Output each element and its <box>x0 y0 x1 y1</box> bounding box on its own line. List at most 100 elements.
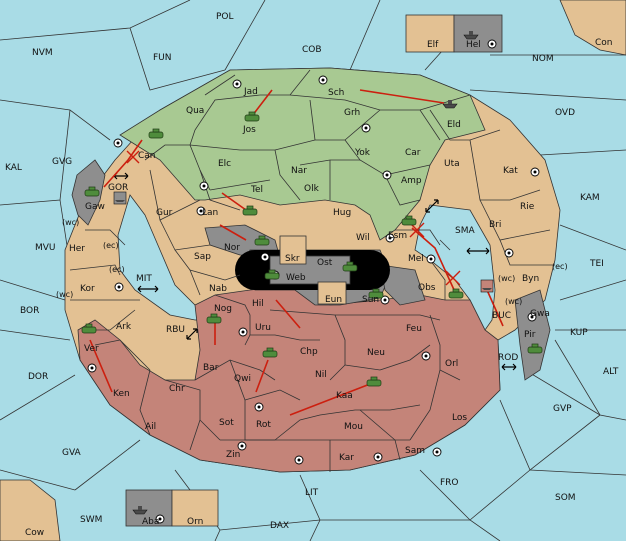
province-label: Qua <box>186 106 204 116</box>
sea-label: KAL <box>5 163 22 173</box>
province-label: Ken <box>113 389 130 399</box>
province-label: Ver <box>84 344 99 354</box>
sea-label: FUN <box>153 53 172 63</box>
province-label: Olk <box>304 184 320 194</box>
army-unit <box>242 205 258 216</box>
province-label: Can <box>138 151 156 161</box>
sea-label: POL <box>216 12 234 22</box>
province-label: Orn <box>187 517 203 527</box>
sea-label: SWM <box>80 515 102 525</box>
sea-label: MIT <box>136 274 152 284</box>
province-label: Ost <box>317 258 333 268</box>
province-label: Hug <box>333 208 351 218</box>
army-unit <box>342 261 358 272</box>
coast-label: (wc) <box>505 297 522 306</box>
army-unit <box>254 235 270 246</box>
province-label: Jad <box>243 87 258 97</box>
supply-center <box>527 312 537 322</box>
province-label: Nor <box>224 243 240 253</box>
sea-label: BOR <box>20 306 39 316</box>
supply-center <box>530 167 540 177</box>
province-label: Kor <box>80 284 95 294</box>
coast-label: (ec) <box>103 241 119 250</box>
province-label: Aba <box>142 517 159 527</box>
supply-center <box>199 181 209 191</box>
province-label: Rie <box>520 202 535 212</box>
province-label: Sot <box>219 418 234 428</box>
province-label: Car <box>405 148 421 158</box>
province-label: Sun <box>362 295 379 305</box>
supply-center <box>114 282 124 292</box>
sea-label: TEI <box>589 259 604 269</box>
province-label: Wil <box>356 233 370 243</box>
province-label: Bri <box>489 220 501 230</box>
coast-label: (wc) <box>62 218 79 227</box>
supply-center <box>254 402 264 412</box>
land-cow <box>0 479 61 541</box>
province-label: Chp <box>300 347 318 357</box>
orders <box>89 89 504 416</box>
supply-center <box>373 452 383 462</box>
supply-center <box>196 206 206 216</box>
province-label: Ail <box>145 422 156 432</box>
land-con <box>559 0 626 56</box>
province-label: Grh <box>344 108 360 118</box>
fleet-unit <box>442 100 458 109</box>
coast-label: (wc) <box>498 274 515 283</box>
province-borders <box>69 69 555 472</box>
failed-order-x <box>126 150 140 164</box>
strait-arrow <box>186 328 198 340</box>
strait-arrow <box>466 247 490 255</box>
units <box>81 31 543 515</box>
province-label: Hil <box>252 299 264 309</box>
province-label: Nar <box>291 166 307 176</box>
supply-center <box>487 39 497 49</box>
province-label: Nab <box>209 284 227 294</box>
sea-label: LIT <box>305 488 319 498</box>
sea-label: KUP <box>570 328 588 338</box>
province-label: Eun <box>325 295 342 305</box>
move-order <box>255 359 269 393</box>
supply-center <box>294 455 304 465</box>
province-label: Gur <box>156 208 173 218</box>
province-label: Sch <box>328 88 344 98</box>
army-unit <box>264 269 280 280</box>
move-order <box>219 224 247 241</box>
province-label: Chr <box>169 384 185 394</box>
province-label: Rot <box>256 420 271 430</box>
province-label: Sap <box>194 252 211 262</box>
sea-label: ROD <box>498 353 518 363</box>
strait-arrow <box>425 199 439 213</box>
province-label: Yok <box>354 148 371 158</box>
sea-label: BUC <box>492 311 511 321</box>
supply-center <box>238 327 248 337</box>
fleet-unit <box>463 31 479 40</box>
supply-center <box>432 447 442 457</box>
move-order <box>103 139 143 188</box>
province-label: Obs <box>418 283 436 293</box>
province-label: Nil <box>315 370 327 380</box>
province-label: Zin <box>226 450 240 460</box>
fleet-unit <box>113 191 127 205</box>
province-label: Tel <box>250 185 263 195</box>
failed-order-x <box>445 270 461 286</box>
sea-label: Con <box>595 38 613 48</box>
army-unit <box>262 347 278 358</box>
supply-center <box>380 295 390 305</box>
province-label: Her <box>69 244 85 254</box>
sea-label: NOM <box>532 54 554 64</box>
strait-arrow <box>501 363 517 371</box>
province-label: Web <box>286 273 306 283</box>
province-labels: Jad Sch Qua Jos Grh Eld Can Elc Nar Yok … <box>69 40 550 527</box>
sea-label: GVP <box>553 404 572 414</box>
province-label: Elc <box>218 159 231 169</box>
supply-center <box>318 75 328 85</box>
sea-label: COB <box>302 45 322 55</box>
province-label: Gwa <box>530 309 550 319</box>
province-label: Nog <box>214 304 232 314</box>
sea-label: RBU <box>166 325 185 335</box>
supply-center <box>426 254 436 264</box>
province-label: Orl <box>445 359 458 369</box>
province-label: Gaw <box>85 202 105 212</box>
land-orn <box>171 489 219 527</box>
